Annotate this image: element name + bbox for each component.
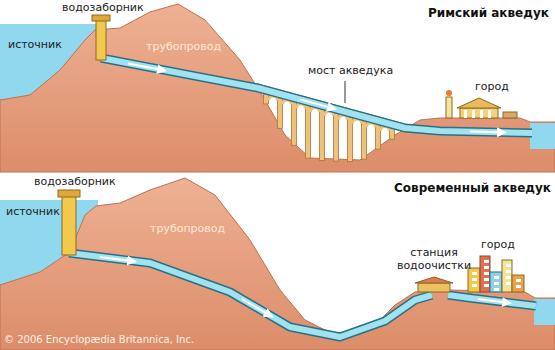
flow-arrow [478, 299, 510, 303]
window [494, 282, 499, 285]
source-label: источник [8, 38, 62, 51]
window [516, 279, 521, 282]
leader-line [345, 81, 346, 103]
copyright-notice: © 2006 Encyclopædia Britannica, Inc. [4, 334, 194, 346]
intake-label: водозаборник [34, 175, 116, 188]
pipeline-label: трубопровод [150, 222, 225, 235]
city-label: город [481, 238, 515, 251]
outlet-water [530, 123, 555, 149]
bridge-pillar [348, 117, 353, 162]
panel-title: Римский акведук [428, 6, 549, 20]
modern-city [468, 256, 524, 292]
pipeline [69, 253, 432, 337]
intake-label: водозаборник [62, 1, 144, 14]
outlet-water [534, 299, 555, 325]
bridge-pillar [334, 113, 339, 161]
intake-tower [96, 20, 106, 60]
bridge-pillar [320, 109, 325, 160]
window [484, 260, 489, 263]
window [472, 272, 477, 275]
intake-cap [58, 190, 80, 197]
window [494, 288, 499, 291]
window [484, 284, 489, 287]
window [506, 276, 511, 279]
window [506, 264, 511, 267]
window [472, 278, 477, 281]
city-label: город [475, 80, 509, 93]
pipeline [101, 58, 532, 133]
window [516, 285, 521, 288]
pipeline-label: трубопровод [146, 40, 221, 53]
source-label: источник [6, 205, 60, 218]
pipeline [448, 295, 536, 306]
window [506, 270, 511, 273]
window [484, 278, 489, 281]
terrain [0, 4, 555, 172]
window [484, 272, 489, 275]
flow-arrow [128, 64, 165, 71]
window [484, 266, 489, 269]
flow-arrow [300, 99, 335, 109]
panel-title: Современный акведук [394, 181, 551, 195]
bridge-label: мост акведука [308, 64, 393, 77]
flow-arrow [470, 131, 505, 134]
roman-city [446, 90, 517, 118]
terrain [0, 178, 555, 350]
window [494, 276, 499, 279]
intake-cap [92, 15, 110, 21]
bridge-pillar [306, 106, 311, 159]
flow-arrow [242, 299, 272, 317]
window [506, 282, 511, 285]
bridge-pillar [292, 102, 297, 145]
pipe-outline [69, 253, 432, 337]
flow-arrow [100, 257, 135, 262]
treatment-plant [415, 277, 453, 292]
pipe-outline [101, 58, 532, 133]
treatment-label: станция водоочистки [388, 246, 480, 272]
window [472, 284, 477, 287]
pipe-outline [448, 295, 536, 306]
intake-tower [62, 196, 76, 255]
